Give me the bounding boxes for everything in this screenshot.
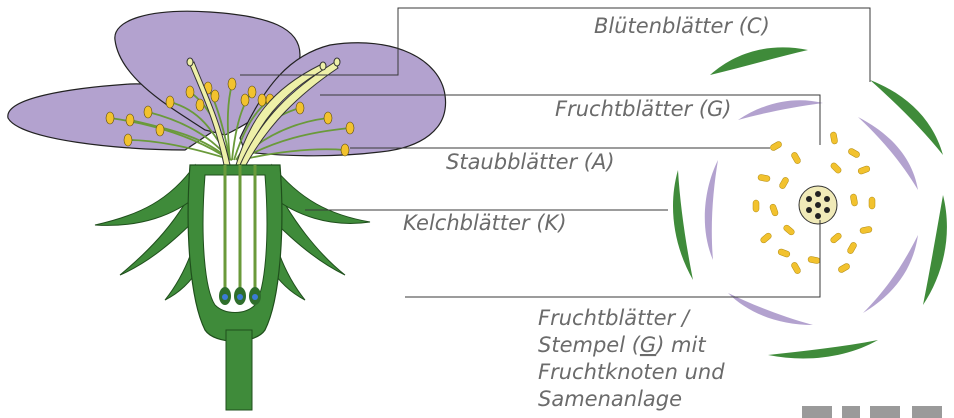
ovules: [219, 287, 261, 305]
floral-diagram: [673, 47, 947, 358]
diagram-pistil: [799, 186, 837, 224]
label-carpels: Fruchtblätter (G): [555, 97, 732, 121]
flower-illustration: [8, 11, 446, 410]
label-pistil-line3: Fruchtknoten und: [538, 360, 725, 384]
stem: [226, 330, 252, 410]
label-sepals: Kelchblätter (K): [403, 211, 567, 235]
label-petals: Blütenblätter (C): [594, 14, 770, 38]
label-pistil-line1: Fruchtblätter /: [538, 306, 691, 330]
logo-fragment: [802, 406, 942, 418]
label-pistil-line4: Samenanlage: [538, 387, 682, 411]
label-stamens: Staubblätter (A): [446, 150, 615, 174]
label-pistil-line2: Stempel (G) mit: [538, 333, 706, 357]
